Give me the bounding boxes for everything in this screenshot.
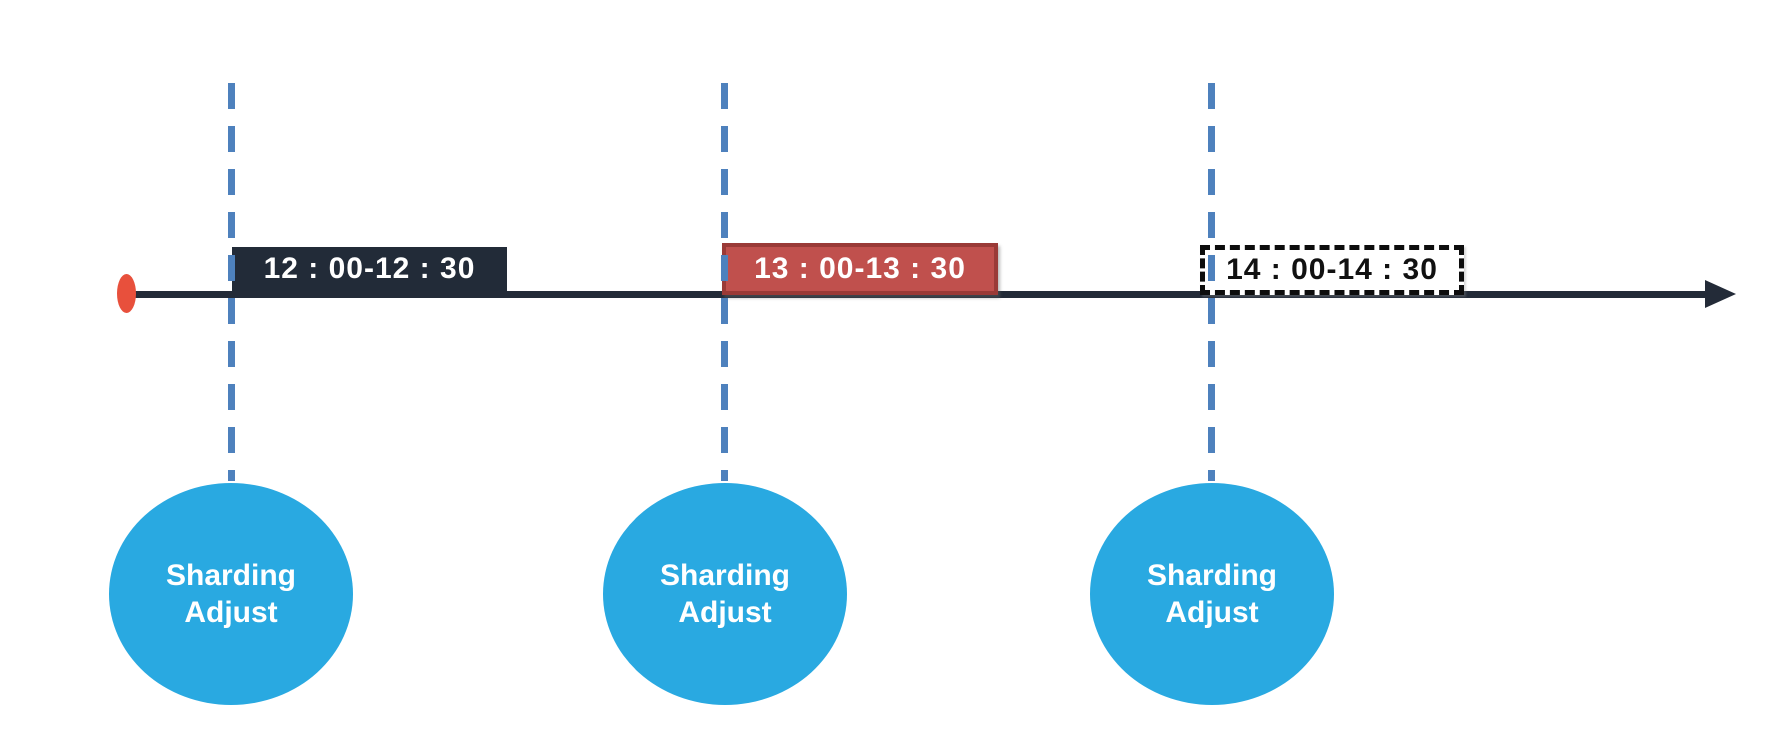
- sharding-adjust-node-2: Sharding Adjust: [603, 483, 847, 705]
- time-range-box-14-00: 14 : 00-14 : 30: [1200, 245, 1464, 295]
- node-label-line2: Adjust: [1165, 596, 1259, 629]
- divider-dashed-line-1: [228, 83, 235, 481]
- timeline-arrowhead-icon: [1705, 280, 1736, 308]
- node-label-line2: Adjust: [184, 596, 278, 629]
- timeline-start-marker: [117, 274, 136, 313]
- time-range-box-13-00: 13 : 00-13 : 30: [722, 243, 998, 295]
- time-range-box-12-00: 12 : 00-12 : 30: [232, 247, 507, 291]
- sharding-adjust-node-3: Sharding Adjust: [1090, 483, 1334, 705]
- node-label-line2: Adjust: [678, 596, 772, 629]
- divider-dashed-line-3: [1208, 83, 1215, 481]
- sharding-adjust-node-1: Sharding Adjust: [109, 483, 353, 705]
- node-label-line1: Sharding: [659, 559, 790, 592]
- node-label-line1: Sharding: [165, 559, 296, 592]
- divider-dashed-line-2: [721, 83, 728, 481]
- node-label-line1: Sharding: [1146, 559, 1277, 592]
